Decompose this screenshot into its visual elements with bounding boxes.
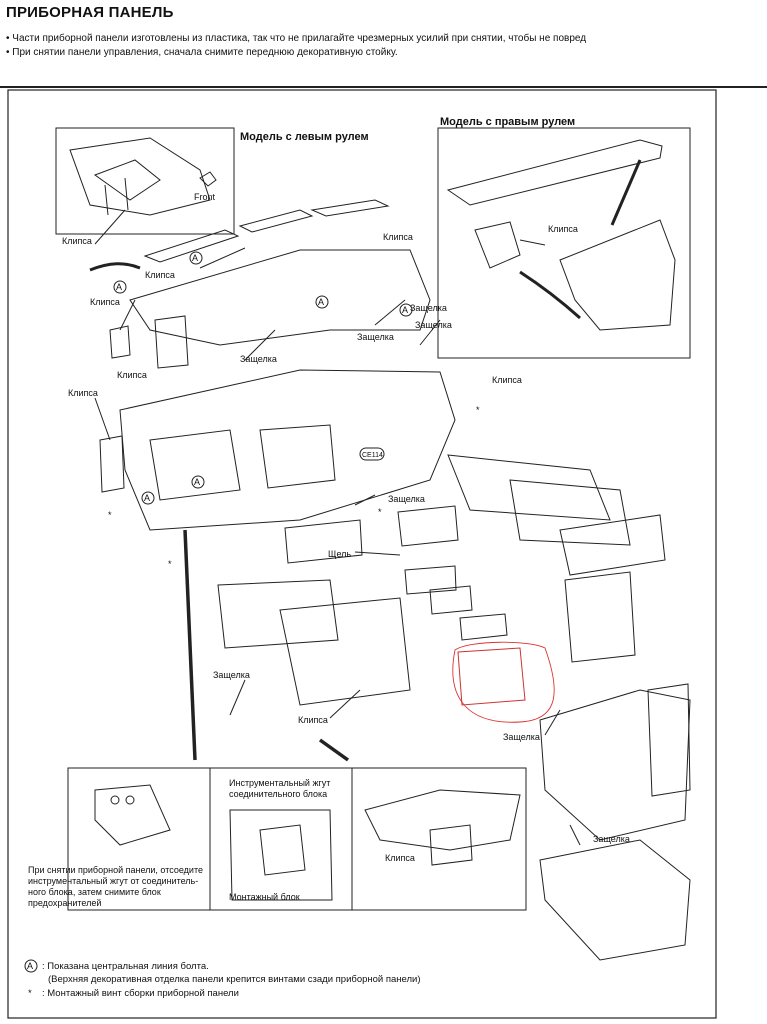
bolt-marker-label: A <box>402 305 408 315</box>
side-vent-left-lower <box>99 435 125 493</box>
console-lower <box>539 839 691 961</box>
down-arrow-right <box>318 738 350 762</box>
heater-control <box>284 519 363 564</box>
diagram-frame <box>7 89 717 1019</box>
clip-label: Клипса <box>145 270 175 280</box>
side-vent-left <box>109 325 131 359</box>
lh-model-label: Модель с левым рулем <box>240 131 369 143</box>
clip-label: Клипса <box>117 370 147 380</box>
connector-code: CE114 <box>362 452 383 459</box>
inset-top-left <box>55 127 235 235</box>
bolt-marker <box>113 280 127 294</box>
note-line-2: инструментальный жгут от соединитель- <box>28 876 198 886</box>
inset-bottom-right <box>351 767 527 911</box>
center-vent <box>397 505 459 547</box>
bolt-marker-label: A <box>194 477 200 487</box>
header-rule <box>0 86 767 88</box>
down-arrow-left <box>183 529 197 761</box>
defroster-grille-1 <box>143 229 240 263</box>
star-marker: * <box>168 559 172 569</box>
clip-label: Клипса <box>385 853 415 863</box>
front-label: Front <box>194 192 216 202</box>
latch-label: Защелка <box>410 303 447 313</box>
bolt-marker <box>399 303 413 317</box>
legend-a-line-2: (Верхняя декоративная отделка панели кре… <box>48 974 421 985</box>
rh-upper-trim <box>446 139 663 206</box>
bolt-marker <box>315 295 329 309</box>
dashboard-upper-pad <box>129 249 431 346</box>
bolt-marker-label: A <box>192 253 198 263</box>
star-marker: * <box>476 405 480 415</box>
harness-label-2: соединительного блока <box>229 789 327 799</box>
instruction-1: • Части приборной панели изготовлены из … <box>6 33 587 44</box>
center-bezel <box>564 571 636 663</box>
instructions: • Части приборной панели изготовлены из … <box>6 32 586 60</box>
latch-label: Защелка <box>213 670 250 680</box>
note-line-4: предохранителей <box>28 898 101 908</box>
legend-star-symbol: * <box>28 988 32 999</box>
console-box <box>539 689 691 841</box>
harness-label-1: Инструментальный жгут <box>229 778 330 788</box>
cluster-lower-cover <box>279 597 411 706</box>
bolt-marker <box>191 475 205 489</box>
latch-label: Защелка <box>503 732 540 742</box>
rh-arrow <box>610 159 642 226</box>
mount-block-label: Монтажный блок <box>229 892 300 902</box>
bolt-marker-label: A <box>318 297 324 307</box>
bolt-marker <box>189 251 203 265</box>
legend-bolt-icon <box>24 959 38 973</box>
control-slot-panel <box>404 565 457 595</box>
rh-model-label: Модель с правым рулем <box>440 116 575 128</box>
bolt-marker <box>141 491 155 505</box>
clip-label: Клипса <box>68 388 98 398</box>
star-marker: * <box>378 507 382 517</box>
bolt-marker-label: A <box>116 282 122 292</box>
clip-label: Клипса <box>383 232 413 242</box>
note-line-3: ного блока, затем снимите блок <box>28 887 161 897</box>
clip-label: Клипса <box>548 224 578 234</box>
clip-label: Клипса <box>492 375 522 385</box>
instruction-2: • При снятии панели управления, сначала … <box>6 47 398 58</box>
legend-a-symbol: A <box>27 961 33 971</box>
curved-arrow-left <box>89 262 141 272</box>
slot-label: Щель <box>328 549 351 559</box>
glovebox-frame <box>447 454 611 521</box>
radio-bracket <box>457 647 526 706</box>
latch-label: Защелка <box>593 834 630 844</box>
cluster-opening <box>149 429 241 501</box>
page-title: ПРИБОРНАЯ ПАНЕЛЬ <box>6 4 174 21</box>
clip-label: Клипса <box>62 236 92 246</box>
armrest <box>647 683 691 797</box>
inset-top-right <box>437 127 691 359</box>
rh-clip <box>474 221 521 269</box>
latch-label: Защелка <box>240 354 277 364</box>
glovebox-door <box>509 479 631 546</box>
note-line-1: При снятии приборной панели, отсоедите <box>28 865 203 875</box>
clip-detail-shape <box>69 137 211 216</box>
connector-badge <box>359 447 385 461</box>
legend-a-line-1: : Показана центральная линия болта. <box>42 961 209 972</box>
legend-star-line: : Монтажный винт сборки приборной панели <box>42 988 239 999</box>
latch-label: Защелка <box>388 494 425 504</box>
latch-label: Защелка <box>357 332 394 342</box>
bolt-marker-label: A <box>144 493 150 503</box>
dashboard-main-body <box>119 369 456 531</box>
clip-label: Клипса <box>90 297 120 307</box>
cluster-bezel <box>217 579 339 649</box>
front-arrow-icon <box>199 171 217 187</box>
rh-panel-end <box>559 219 676 331</box>
latch-label: Защелка <box>415 320 452 330</box>
star-marker: * <box>108 510 112 520</box>
clip-label: Клипса <box>298 715 328 725</box>
red-highlight-outline <box>452 641 555 723</box>
